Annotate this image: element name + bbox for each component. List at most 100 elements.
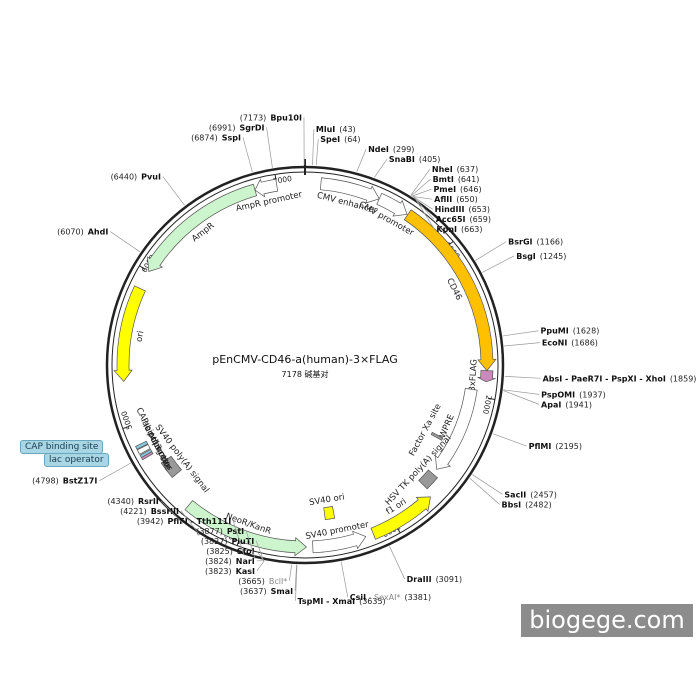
site-label: SnaBI(405) xyxy=(389,155,440,164)
feature-neor-kanr xyxy=(184,499,307,557)
site-label: (6070)AhdI xyxy=(57,228,108,237)
site-label: AflII(650) xyxy=(434,195,478,204)
tick-label: 2000 xyxy=(481,394,493,415)
site-label: (3824)NarI xyxy=(205,557,255,566)
feature-label-3xflag: 3xFLAG xyxy=(468,359,480,392)
site-leader xyxy=(475,241,507,261)
site-label: (4340)RsrII xyxy=(107,497,158,506)
site-leader xyxy=(503,390,540,405)
site-leader xyxy=(504,375,541,379)
feature-factor-xa-site xyxy=(430,431,444,441)
map-length: 7178 碱基对 xyxy=(282,369,329,379)
site-leader xyxy=(232,520,245,556)
site-label: PpuMI(1628) xyxy=(540,327,599,336)
site-label: (3825)SfoI xyxy=(206,547,254,556)
site-leader xyxy=(162,176,185,206)
site-leader xyxy=(160,500,184,524)
site-leader xyxy=(99,462,131,482)
feature-3xflag xyxy=(477,370,496,383)
site-leader xyxy=(411,178,431,196)
site-leader xyxy=(340,561,349,598)
site-label: (3942)PflFI - Tth111I xyxy=(137,517,231,526)
site-label: ApaI(1941) xyxy=(541,400,592,409)
site-label: CsiI - SexAI*(3381) xyxy=(350,593,431,602)
cap-binding-site-tag: CAP binding site xyxy=(20,440,104,454)
site-leader xyxy=(410,168,431,196)
site-label: (6874)SspI xyxy=(191,133,241,142)
site-leader xyxy=(503,389,540,395)
feature-m13-rev xyxy=(140,451,154,461)
site-leader xyxy=(413,197,434,220)
tick-mark xyxy=(487,397,495,401)
site-label: NdeI(299) xyxy=(368,145,414,154)
site-label: EcoNI(1686) xyxy=(542,339,598,348)
feature-sv40-promoter xyxy=(312,530,367,554)
site-label: (3827)PluTI xyxy=(201,537,254,546)
site-label: (3637)SmaI xyxy=(240,587,293,596)
tick-mark xyxy=(139,265,146,270)
site-leader xyxy=(295,564,298,601)
site-leader xyxy=(413,196,433,210)
feature-ampr xyxy=(147,183,258,272)
site-label: PspOMI(1937) xyxy=(541,390,606,399)
site-leader xyxy=(482,255,515,273)
site-label: (3823)KasI xyxy=(205,567,255,576)
site-label: NheI(637) xyxy=(432,165,478,174)
site-leader xyxy=(356,149,367,172)
site-leader xyxy=(374,158,388,178)
site-leader xyxy=(469,477,500,505)
site-leader xyxy=(389,546,405,580)
site-leader xyxy=(180,510,201,536)
feature-hsv-tk-poly-a-signal xyxy=(418,469,439,490)
site-leader xyxy=(255,540,264,561)
feature-wpre xyxy=(435,387,478,470)
site-label: BsgI(1245) xyxy=(516,252,566,261)
site-leader xyxy=(492,433,527,447)
feature-lac-promoter xyxy=(136,444,151,455)
feature-cmv-enhancer xyxy=(320,177,380,204)
site-label: (6991)SgrDI xyxy=(209,123,265,132)
site-leader xyxy=(288,564,293,581)
feature-cap-binding-site xyxy=(135,440,149,450)
site-leader xyxy=(256,560,265,572)
site-label: Acc65I(659) xyxy=(436,215,491,224)
restriction-sites: (6070)AhdI(6440)PvuI(6874)SspI(6991)SgrD… xyxy=(32,113,696,606)
feature-label-ori: ori xyxy=(135,330,147,343)
lac-operator-tag: lac operator xyxy=(44,453,109,467)
site-label: TspMI - XmaI(3635) xyxy=(297,597,385,606)
watermark: biogege.com xyxy=(521,604,693,637)
site-leader xyxy=(412,196,433,200)
site-label: SacII(2457) xyxy=(504,490,556,499)
site-leader xyxy=(294,564,297,591)
feature-sv40-ori xyxy=(323,505,336,521)
tick-mark xyxy=(122,425,130,430)
site-label: BsrGI(1166) xyxy=(508,238,563,247)
site-label: AbsI - PaeR7I - PspXI - XhoI(1859) xyxy=(543,374,697,383)
feature-label-sv40-ori: SV40 ori xyxy=(309,492,346,508)
feature-f1-ori xyxy=(370,496,431,540)
site-label: HindIII(653) xyxy=(435,205,490,214)
site-leader xyxy=(414,197,435,230)
site-label: (4221)BssHII xyxy=(120,507,179,516)
site-leader xyxy=(412,188,432,197)
site-leader xyxy=(312,129,315,166)
tick-label: 5000 xyxy=(119,410,134,431)
site-label: PmeI(646) xyxy=(433,185,481,194)
site-label: (4798)BstZ17I xyxy=(32,477,97,486)
feature-ampr-promoter xyxy=(254,178,279,198)
site-label: (3665)BclI* xyxy=(238,577,287,586)
site-leader xyxy=(242,137,253,173)
site-label: BmtI(641) xyxy=(433,175,480,184)
site-label: (7173)Bpu10I xyxy=(240,113,302,122)
feature-cmv-promoter xyxy=(376,192,408,217)
site-label: BbsI(2482) xyxy=(502,500,552,509)
feature-sv40-poly-a-signal xyxy=(160,455,182,479)
site-leader xyxy=(502,330,539,337)
map-title: pEnCMV-CD46-a(human)-3×FLAG xyxy=(212,353,398,366)
site-leader xyxy=(110,231,141,253)
site-label: (3877)PstI xyxy=(196,527,244,536)
site-label: SpeI(64) xyxy=(320,135,360,144)
feature-ori xyxy=(113,285,146,383)
